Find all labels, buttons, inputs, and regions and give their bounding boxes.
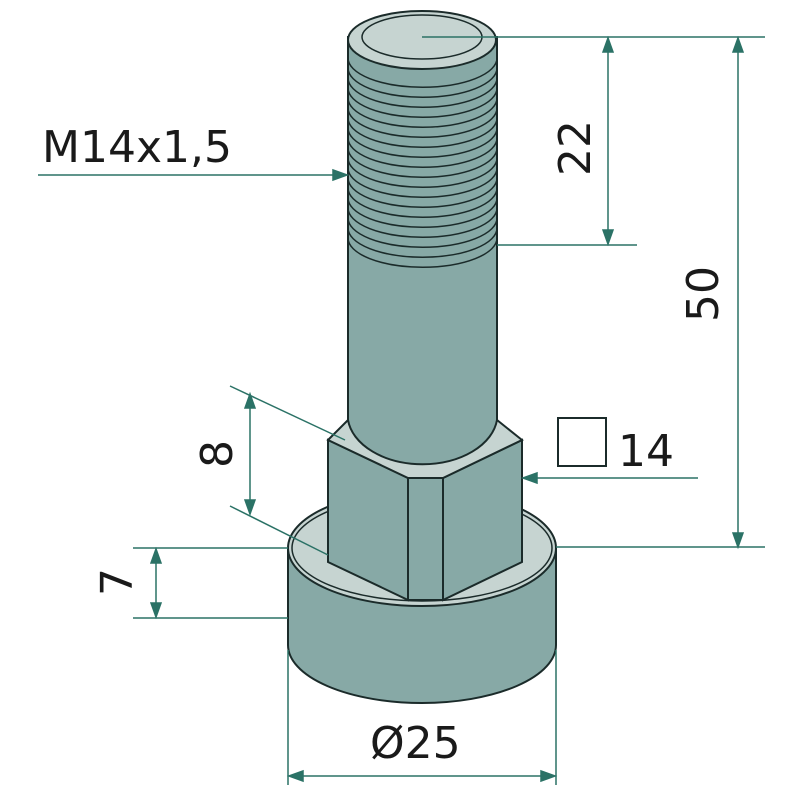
thread-ridge — [347, 57, 498, 88]
hex-face-front — [407, 477, 444, 601]
thread-ridge — [347, 77, 498, 108]
thread-ridge — [347, 137, 498, 168]
diameter-label: Ø25 — [370, 718, 461, 769]
thread-ridge — [347, 167, 498, 198]
thread-ridge — [347, 197, 498, 228]
thread-ridge — [347, 87, 498, 118]
hex-height-label: 8 — [192, 440, 243, 468]
thread-ridge — [347, 207, 498, 238]
thread-ridge — [347, 107, 498, 138]
thread-length-label: 22 — [550, 120, 601, 176]
dimension-lines — [38, 35, 765, 785]
threads — [347, 57, 498, 268]
thread-ridge — [347, 157, 498, 188]
collar-height-label: 7 — [92, 568, 143, 596]
thread-ridge — [347, 117, 498, 148]
thread-ridge — [347, 177, 498, 208]
thread-ridge — [347, 187, 498, 218]
thread-ridge — [347, 97, 498, 128]
thread-label: M14x1,5 — [42, 122, 232, 173]
thread-ridge — [347, 227, 498, 258]
square-symbol — [557, 417, 607, 467]
hex-size-label: 14 — [618, 426, 674, 477]
thread-ridge — [347, 127, 498, 158]
thread-ridge — [347, 237, 498, 268]
total-length-label: 50 — [678, 266, 729, 322]
shaft-end — [347, 10, 497, 70]
thread-ridge — [347, 67, 498, 98]
thread-ridge — [347, 217, 498, 248]
thread-ridge — [347, 147, 498, 178]
shaft — [347, 36, 498, 466]
